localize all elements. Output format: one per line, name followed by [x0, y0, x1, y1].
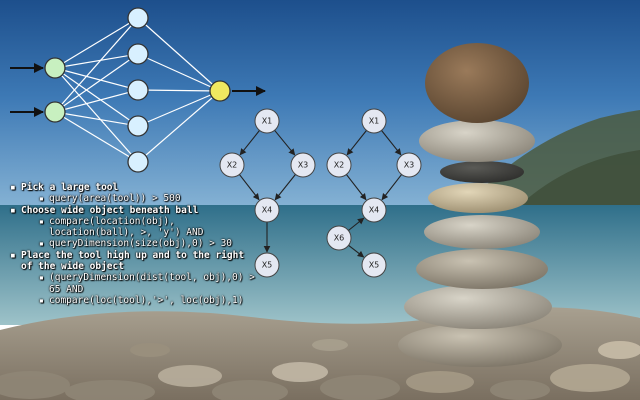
- stone-tower: [398, 43, 562, 367]
- nn-connection: [54, 17, 139, 69]
- graph-edge: [348, 244, 365, 258]
- nn-connection: [137, 90, 221, 163]
- graph-node-label: X3: [404, 161, 415, 170]
- graph-node-label: X2: [227, 161, 238, 170]
- graph-node-x2: [219, 152, 245, 178]
- nn-input-node: [44, 101, 66, 123]
- nn-connection: [54, 67, 139, 163]
- step-conditions: query(area(tool)) > 500: [21, 193, 260, 205]
- nn-hidden-node: [127, 151, 149, 173]
- step-conditions: (queryDimension(dist(tool, obj),0) > 65 …: [21, 272, 260, 306]
- graph-node-label: X3: [298, 161, 309, 170]
- nn-connection: [137, 89, 221, 92]
- graph-node-x2: [326, 152, 352, 178]
- condition-item: compare(location(obj), location(ball), >…: [39, 216, 260, 239]
- condition-item: query(area(tool)) > 500: [39, 193, 260, 205]
- nn-connection: [137, 17, 221, 92]
- step-conditions: compare(location(obj), location(ball), >…: [21, 216, 260, 250]
- graph-node-x1: [361, 108, 387, 134]
- graph-node-label: X1: [262, 117, 273, 126]
- graph-node-label: X6: [334, 234, 345, 243]
- graph-edge: [381, 130, 402, 156]
- nn-hidden-node: [127, 43, 149, 65]
- nn-hidden-node: [127, 7, 149, 29]
- nn-input-node: [44, 57, 66, 79]
- step-label: Choose wide object beneath ball: [21, 204, 199, 216]
- nn-connection: [54, 67, 139, 127]
- steps: Pick a large tool query(area(tool)) > 50…: [10, 182, 260, 307]
- neural-network: [10, 7, 266, 173]
- nn-connection: [137, 53, 221, 92]
- graph-node-x1: [254, 108, 280, 134]
- nn-connection: [54, 53, 139, 113]
- step-item: Place the tool high up and to the right …: [10, 249, 260, 307]
- graph-node-label: X5: [262, 261, 273, 270]
- program-steps-list: Pick a large tool query(area(tool)) > 50…: [10, 182, 260, 307]
- graph-edge: [348, 217, 365, 231]
- nn-connection: [54, 111, 139, 127]
- graph-node-x6: [326, 225, 352, 251]
- graph-edge: [346, 130, 367, 156]
- graph-node-label: X4: [262, 206, 273, 215]
- condition-item: (queryDimension(dist(tool, obj),0) > 65 …: [39, 272, 260, 295]
- nn-connection: [54, 17, 139, 113]
- graph-edge: [239, 130, 260, 156]
- graph-edge: [345, 174, 367, 201]
- nn-hidden-node: [127, 79, 149, 101]
- step-item: Choose wide object beneath ball compare(…: [10, 205, 260, 250]
- graph-node-x3: [396, 152, 422, 178]
- condition-item: queryDimension(size(obj),0) > 30: [39, 238, 260, 250]
- graph-node-x4: [361, 197, 387, 223]
- nn-output-node: [209, 80, 231, 102]
- graph-node-x3: [290, 152, 316, 178]
- nn-connection: [137, 90, 221, 127]
- condition-item: compare(loc(tool),'>', loc(obj),1): [39, 295, 260, 307]
- graph-node-label: X4: [369, 206, 380, 215]
- nn-connection: [54, 111, 139, 163]
- step-label: Pick a large tool: [21, 182, 119, 193]
- nn-connection: [54, 67, 139, 91]
- nn-hidden-node: [127, 115, 149, 137]
- step-item: Pick a large tool query(area(tool)) > 50…: [10, 182, 260, 205]
- nn-connection: [54, 53, 139, 69]
- graph-node-x5: [361, 252, 387, 278]
- nn-connection: [54, 89, 139, 113]
- graph-node-label: X1: [369, 117, 380, 126]
- graph-node-label: X2: [334, 161, 345, 170]
- graph-edge: [274, 129, 296, 156]
- step-label: Place the tool high up and to the right …: [21, 249, 245, 273]
- graph-edge: [274, 174, 296, 201]
- graph-edge: [381, 174, 403, 201]
- graph-node-label: X5: [369, 261, 380, 270]
